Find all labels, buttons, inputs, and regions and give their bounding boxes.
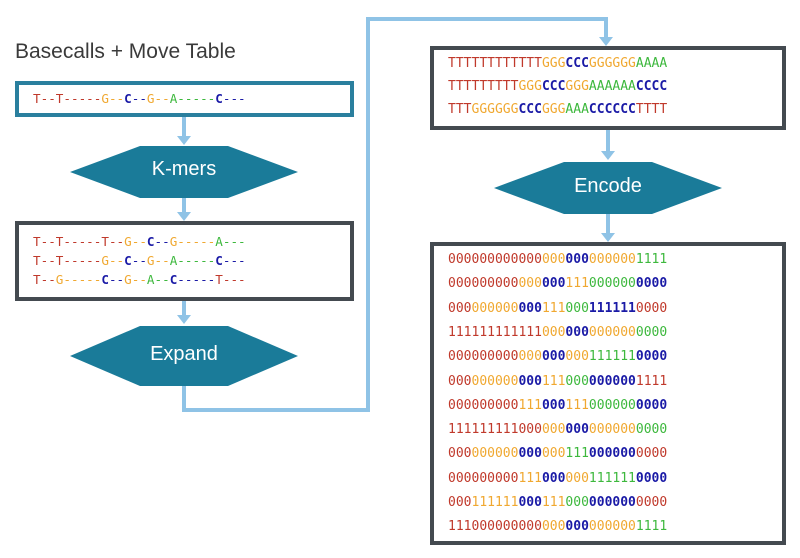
basecalls-title: Basecalls + Move Table (15, 40, 236, 63)
encode-diamond-shape (494, 162, 722, 214)
arrowhead-encode (601, 151, 615, 160)
kmers-label: K-mers (151, 158, 217, 180)
expand-diamond-shape (70, 326, 298, 386)
bit-row: 0000000000000000001111110000 (448, 349, 668, 365)
bit-row: 0000000000000001110000000000 (448, 446, 668, 462)
bit-row: 0000000000000000000000001111 (448, 252, 668, 267)
bit-row: 0000000000001110000000001111 (448, 373, 668, 389)
arrowhead-kmer-box (177, 212, 191, 221)
arrowhead-expand (177, 315, 191, 324)
bit-row: 1111111110000000000000000000 (448, 422, 668, 438)
bit-row: 1111111111110000000000000000 (448, 324, 668, 340)
bit-row: 0000000001110000001111110000 (448, 470, 668, 486)
arrow-expand-to-sequences (182, 17, 608, 412)
bit-row: 0000000000001110001111110000 (448, 300, 668, 316)
sequences-box: TTTTTTTTTTTTGGGCCCGGGGGGAAAA TTTTTTTTTGG… (430, 46, 786, 130)
sequence-row: TTTTTTTTTGGGCCCGGGAAAAAACCCC (448, 79, 668, 94)
kmers-diamond-shape (70, 146, 298, 198)
arrowhead-bits (601, 233, 615, 242)
sequence-row: TTTGGGGGGCCCGGGAAACCCCCCTTTT (448, 102, 668, 117)
sequence-row: TTTTTTTTTTTTGGGCCCGGGGGGAAAA (448, 56, 668, 71)
expand-label: Expand (150, 343, 218, 365)
kmer-row: T--G-----C--G--A--C-----T--- (33, 272, 246, 287)
move-table-box: T--T-----G--C--G--A-----C--- (15, 81, 354, 117)
arrowhead-sequences (599, 37, 613, 46)
encode-label: Encode (574, 175, 642, 197)
bit-row: 1110000000000000000000001111 (448, 519, 668, 535)
bit-row: 0000000001110001110000000000 (448, 397, 668, 413)
encoded-bits-box: 0000000000000000000000001111 000000000000… (430, 242, 786, 545)
arrowhead-kmers (177, 136, 191, 145)
bit-row: 0000000000000001110000000000 (448, 276, 668, 292)
bit-row: 0001111110001110000000000000 (448, 495, 668, 510)
kmers-box: T--T-----T--G--C--G-----A--- T--T-----G-… (15, 221, 354, 301)
move-table-row: T--T-----G--C--G--A-----C--- (33, 91, 246, 106)
kmer-row: T--T-----T--G--C--G-----A--- (33, 234, 246, 249)
kmer-row: T--T-----G--C--G--A-----C--- (33, 253, 246, 268)
